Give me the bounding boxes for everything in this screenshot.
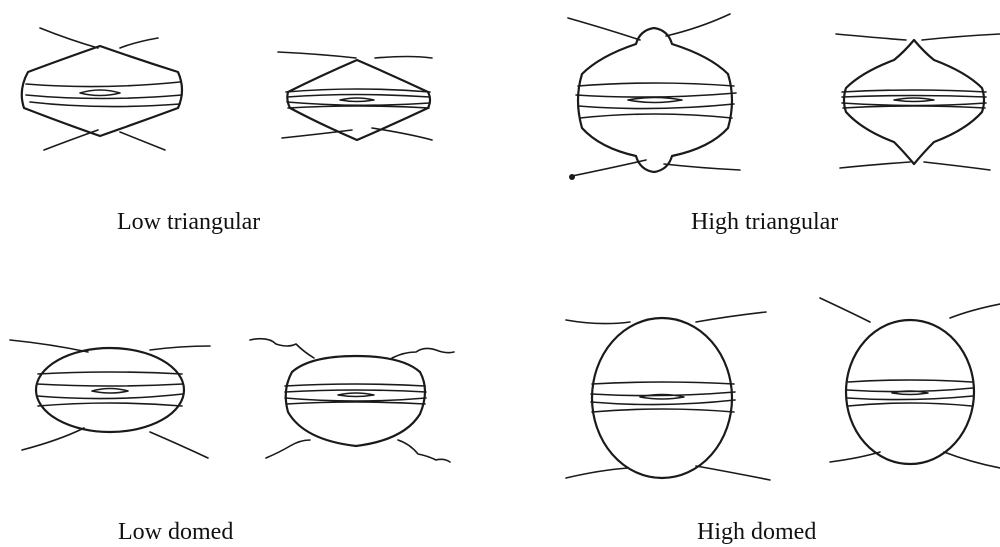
caption-low-triangular: Low triangular [117,210,260,234]
high-triangular-shape-b [836,34,1000,170]
high-domed-shape-a [566,312,770,480]
caption-high-domed: High domed [697,520,816,544]
low-triangular-shape-b [278,52,432,140]
caption-high-triangular: High triangular [691,210,838,234]
low-domed-shape-a [10,340,210,458]
high-triangular-shape-a [568,14,740,180]
high-domed-shape-b [820,298,1000,468]
caption-low-domed: Low domed [118,520,233,544]
low-domed-shape-b [250,339,454,462]
low-triangular-shape-a [22,28,182,150]
